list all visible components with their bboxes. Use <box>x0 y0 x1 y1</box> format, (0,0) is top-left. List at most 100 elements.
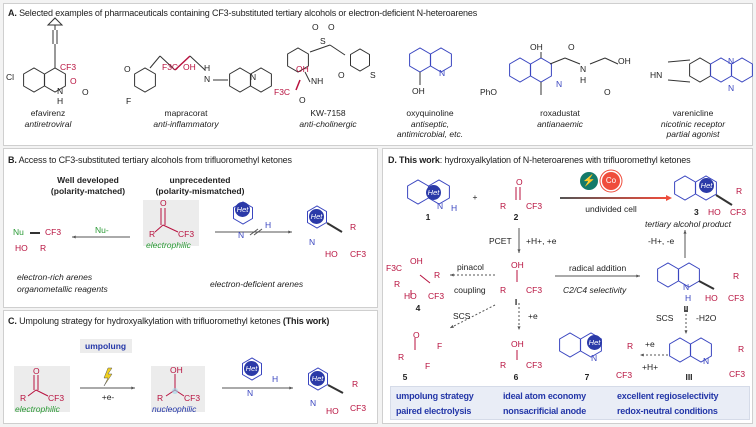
panel-c-title-text: Umpolung strategy for hydroxyalkylation … <box>19 316 281 326</box>
panel-c-letter: C. <box>8 316 17 326</box>
bond <box>698 280 715 290</box>
atom-label: N <box>247 388 254 398</box>
bond <box>304 71 311 83</box>
bond <box>667 79 691 83</box>
atom-label: O <box>312 22 319 32</box>
bond <box>449 304 496 329</box>
atom-label: H <box>265 220 272 230</box>
bond <box>162 224 179 233</box>
atom-label: CF3 <box>45 227 62 237</box>
bond <box>667 59 691 63</box>
bond <box>326 222 343 233</box>
ring <box>690 337 712 363</box>
panel-b-title: B. Access to CF3-substituted tertiary al… <box>8 155 292 165</box>
bond <box>329 44 346 56</box>
atom-label: CF3 <box>728 293 745 303</box>
atom-label: F3C <box>162 62 179 72</box>
atom-label: R <box>352 379 359 389</box>
atom-label: OH <box>170 365 183 375</box>
nucleophile-label: Nu- <box>95 225 109 235</box>
atom-label: R <box>40 243 47 253</box>
panel-b-letter: B. <box>8 155 17 165</box>
ring <box>23 67 45 93</box>
cobalt-icon: Co <box>602 172 620 190</box>
radical-highlight <box>172 388 178 394</box>
panel-d-letter: D. This work <box>388 155 440 165</box>
bond <box>419 274 431 284</box>
radical-addition-label: radical addition <box>569 263 627 273</box>
compound-7-label: 7 <box>584 372 590 382</box>
atom-label: OH <box>618 56 631 66</box>
ring <box>689 57 711 83</box>
arrow-head <box>666 195 672 201</box>
bond <box>154 224 164 233</box>
atom-label: CF3 <box>178 229 195 239</box>
atom-label: S <box>370 70 376 80</box>
atom-label: N <box>439 68 446 78</box>
feature-item: nonsacrificial anode <box>503 406 587 416</box>
compound-2-label: 2 <box>513 212 519 222</box>
bond <box>295 79 301 91</box>
atom-label: N <box>310 398 317 408</box>
compound-6-label: 6 <box>513 372 519 382</box>
polarity-mismatched-label: (polarity-mismatched) <box>155 186 245 196</box>
atom-label: HO <box>708 207 721 217</box>
atom-label: N <box>204 74 211 84</box>
atom-label: F <box>437 341 443 351</box>
atom-label: O <box>82 87 89 97</box>
step-electron-label: +e <box>645 339 655 349</box>
cobalt-label: Co <box>605 176 617 185</box>
electron-deficient-note: electron-deficient arenes <box>210 279 304 289</box>
intermediate-III-label: III <box>685 372 693 382</box>
ring <box>134 67 156 93</box>
atom-label: CF3 <box>48 393 65 403</box>
pcet-conditions: +H+, +e <box>526 236 557 246</box>
atom-label: O <box>33 366 40 376</box>
compound-5-label: 5 <box>402 372 408 382</box>
unprecedented-heading: unprecedented <box>169 175 231 185</box>
ring <box>242 357 262 381</box>
organometallic-note: organometallic reagents <box>17 284 108 294</box>
atom-label: R <box>434 270 441 280</box>
atom-label: O <box>338 70 345 80</box>
compound-4-label: 4 <box>415 303 421 313</box>
feature-item: ideal atom economy <box>503 391 586 401</box>
ring <box>229 67 251 93</box>
coupling-label: coupling <box>454 285 486 295</box>
electron-label: +e- <box>101 392 115 402</box>
dehydration-label: -H2O <box>696 313 717 323</box>
ring <box>669 337 691 363</box>
ring <box>44 67 66 93</box>
nucleophilic-box <box>151 366 205 412</box>
selectivity-label: C2/C4 selectivity <box>563 285 627 295</box>
atom-label: H <box>451 203 458 213</box>
atom-label: H <box>204 63 211 73</box>
atom-label: R <box>500 201 507 211</box>
het-badge: Het <box>699 178 714 193</box>
bond <box>253 228 263 236</box>
atom-label: CF3 <box>616 370 633 380</box>
reduction-label: +e <box>528 311 538 321</box>
undivided-cell-label: undivided cell <box>585 204 637 214</box>
atom-label: CF3 <box>350 249 367 259</box>
atom-label: HO <box>15 243 28 253</box>
atom-label: HN <box>650 70 663 80</box>
scs-label: SCS <box>453 311 471 321</box>
atom-label: OH <box>511 260 524 270</box>
drug-use-2: partial agonist <box>666 129 720 139</box>
polarity-matched-label: (polarity-matched) <box>50 186 126 196</box>
panel-a <box>3 3 753 146</box>
ring <box>530 57 552 83</box>
ring <box>559 332 581 358</box>
atom-label: O <box>516 177 523 187</box>
bond <box>549 57 566 65</box>
electrophilic-label: electrophilic <box>15 404 60 414</box>
atom-label: N <box>728 56 735 66</box>
het-badge: Het <box>310 371 325 386</box>
ring <box>674 175 696 201</box>
bond <box>604 57 619 65</box>
atom-label: N <box>580 64 587 74</box>
pcet-label: PCET <box>489 236 512 246</box>
feature-item: redox-neutral conditions <box>617 406 718 416</box>
atom-label: R <box>738 344 745 354</box>
